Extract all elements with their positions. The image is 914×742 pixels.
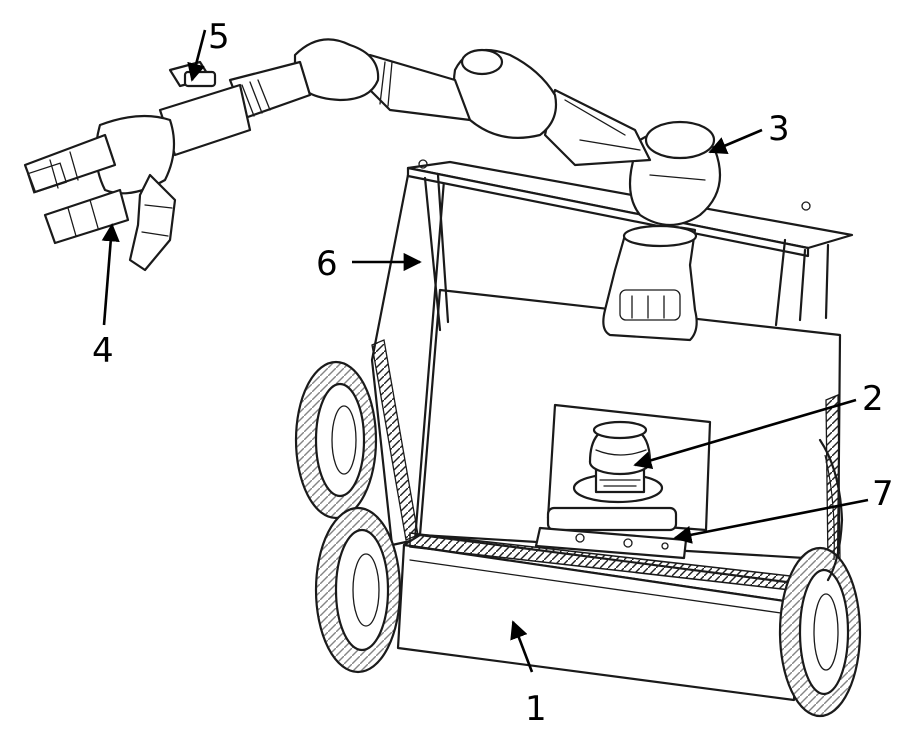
callout-label-7: 7 (872, 474, 894, 514)
wheel-front-left (316, 508, 400, 672)
callout-label-6: 6 (316, 244, 338, 284)
wheel-front-right (780, 548, 860, 716)
callout-label-3: 3 (768, 109, 790, 149)
callout-label-2: 2 (862, 379, 884, 419)
arrow-4 (104, 225, 112, 325)
wheel-rear-left (296, 362, 376, 518)
arrow-3 (710, 130, 762, 152)
callout-label-5: 5 (208, 17, 230, 57)
dexterous-hand (25, 116, 175, 270)
callout-label-4: 4 (92, 331, 114, 371)
callout-label-1: 1 (525, 689, 547, 729)
